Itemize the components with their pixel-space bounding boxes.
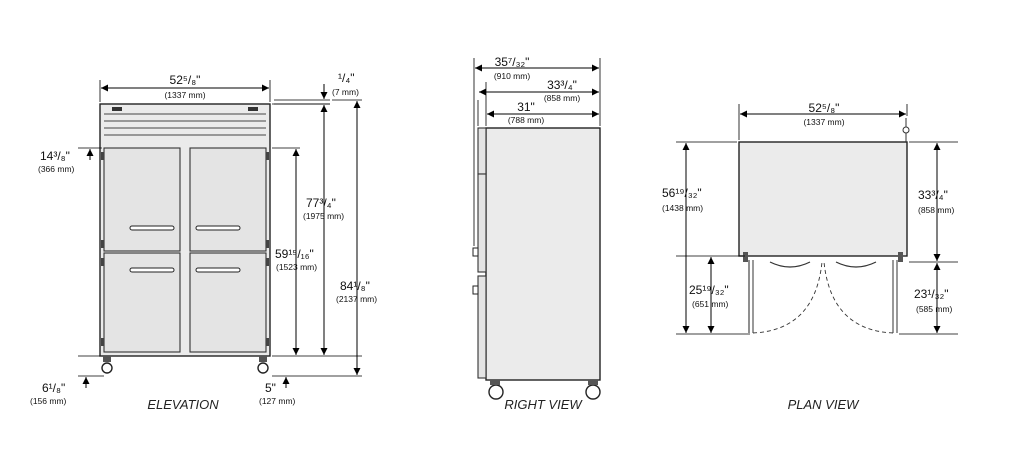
elevation-width-mm: (1337 mm)	[164, 90, 205, 100]
door-top-right	[189, 147, 267, 252]
right-cabinet-in: 33³/₄"	[547, 78, 577, 92]
plan-depth-in: 33³/₄"	[918, 188, 948, 202]
plan-depth-mm: (858 mm)	[918, 205, 955, 215]
plan-view-caption: PLAN VIEW	[788, 397, 861, 412]
door-height-mm: (1523 mm)	[276, 262, 317, 272]
total-height-in: 84¹/₈"	[340, 279, 370, 293]
right-handles	[472, 247, 479, 295]
top-gap-in: ¹/₄"	[338, 71, 355, 85]
elevation-width-in: 52⁵/₈"	[170, 73, 201, 87]
door-swing-right	[823, 261, 894, 334]
door-handles	[129, 225, 241, 273]
right-view: 35⁷/₃₂" (910 mm) 33³/₄" (858 mm) 31" (78…	[472, 55, 601, 412]
top-door-in: 14³/₈"	[40, 149, 70, 163]
bottom-clearance-in: 6¹/₈"	[42, 381, 65, 395]
body-height-mm: (1975 mm)	[303, 211, 344, 221]
right-body-mm: (788 mm)	[508, 115, 545, 125]
elevation-view: 52⁵/₈" (1337 mm) ¹/₄" (7 mm) 14³/₈" (366…	[30, 71, 377, 412]
elevation-caption: ELEVATION	[147, 397, 219, 412]
right-door-lower	[477, 275, 487, 379]
right-cabinet-mm: (858 mm)	[544, 93, 581, 103]
plan-cabinet	[738, 141, 908, 257]
plan-view: 52⁵/₈" (1337 mm) 56¹⁹/₃₂" (1438 mm) 25¹⁹…	[662, 101, 958, 412]
right-cabinet	[485, 127, 601, 381]
right-view-caption: RIGHT VIEW	[504, 397, 583, 412]
right-door-mid	[477, 173, 487, 273]
caster-height-in: 5"	[265, 381, 276, 395]
bottom-clearance-mm: (156 mm)	[30, 396, 67, 406]
plan-swing-left-mm: (651 mm)	[692, 299, 729, 309]
door-swing-left	[752, 261, 823, 334]
total-height-mm: (2137 mm)	[336, 294, 377, 304]
plan-swing-left-in: 25¹⁹/₃₂"	[689, 283, 729, 297]
plan-hinge-pins	[743, 252, 903, 262]
plan-width-mm: (1337 mm)	[803, 117, 844, 127]
door-height-in: 59¹⁵/₁₆"	[275, 247, 314, 261]
casters	[101, 356, 269, 374]
top-door-mm: (366 mm)	[38, 164, 75, 174]
power-cord-icon	[902, 118, 910, 142]
right-body-in: 31"	[517, 100, 535, 114]
plan-swing-right-in: 23¹/₃₂"	[914, 287, 948, 301]
plan-total-depth-mm: (1438 mm)	[662, 203, 703, 213]
door-top-left	[103, 147, 181, 252]
plan-total-depth-in: 56¹⁹/₃₂"	[662, 186, 702, 200]
plan-swing-right-mm: (585 mm)	[916, 304, 953, 314]
body-height-in: 77³/₄"	[306, 196, 336, 210]
top-grille	[104, 107, 266, 136]
top-gap-mm: (7 mm)	[332, 87, 359, 97]
door-hinges	[101, 152, 269, 346]
right-door-upper	[477, 127, 487, 175]
right-overall-mm: (910 mm)	[494, 71, 531, 81]
right-overall-in: 35⁷/₃₂"	[495, 55, 530, 69]
plan-width-in: 52⁵/₈"	[809, 101, 840, 115]
caster-height-mm: (127 mm)	[259, 396, 296, 406]
right-casters	[488, 380, 601, 400]
